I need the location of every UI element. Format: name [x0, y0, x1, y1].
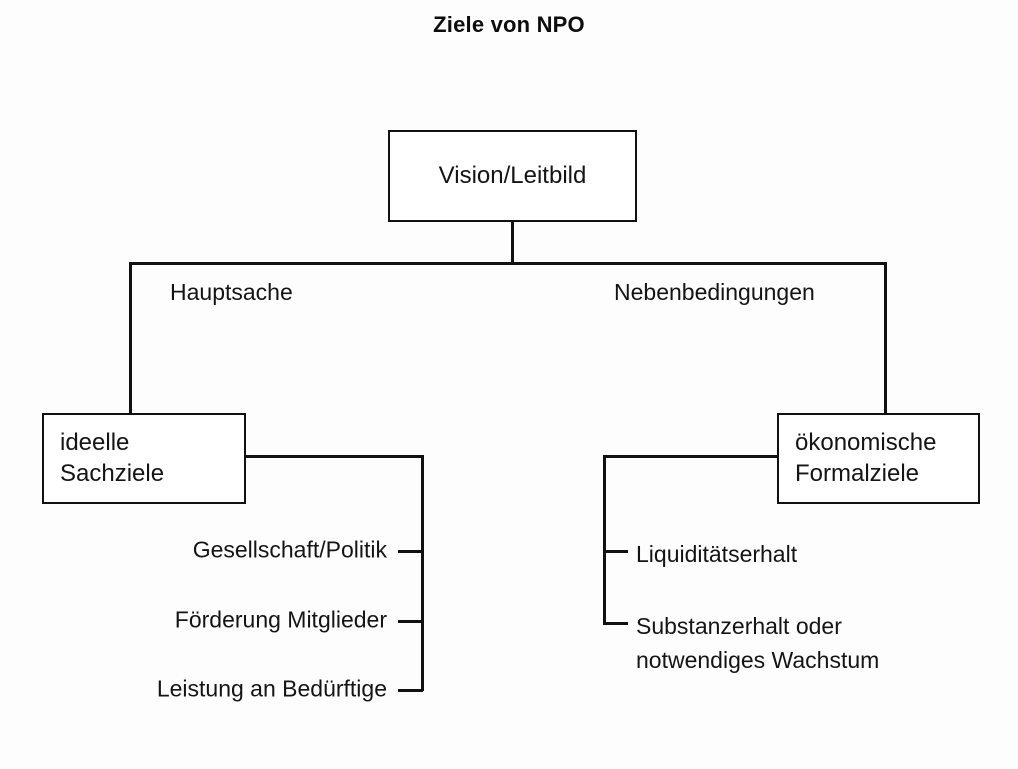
node-ideelle-sachziele: ideelle Sachziele	[42, 413, 246, 504]
branch-label-nebenbedingungen: Nebenbedingungen	[614, 279, 815, 305]
connector-left-item-tick-3	[398, 689, 423, 692]
connector-right-list-top	[603, 455, 779, 458]
connector-left-branch-vertical	[129, 262, 132, 415]
connector-right-list-spine	[603, 455, 606, 624]
node-vision-leitbild-label: Vision/Leitbild	[438, 161, 587, 189]
list-item: Leistung an Bedürftige	[156, 675, 387, 702]
node-oekonomische-formalziele-label: ökonomische Formalziele	[795, 428, 937, 487]
connector-left-item-tick-1	[398, 550, 423, 553]
page-title: Ziele von NPO	[433, 12, 585, 37]
list-item: Förderung Mitglieder	[174, 606, 387, 633]
list-item: Substanzerhalt oder notwendiges Wachstum	[636, 613, 880, 674]
node-ideelle-sachziele-label: ideelle Sachziele	[60, 428, 165, 487]
list-item: Liquiditätserhalt	[636, 541, 798, 567]
node-vision-leitbild: Vision/Leitbild	[388, 130, 637, 222]
connector-right-item-tick-2	[603, 622, 628, 625]
connector-main-horizontal-bar	[129, 262, 887, 265]
branch-label-hauptsache: Hauptsache	[170, 279, 293, 305]
connector-left-list-top	[246, 455, 424, 458]
connector-right-branch-vertical	[884, 262, 887, 415]
connector-root-vertical	[511, 222, 514, 264]
connector-right-item-tick-1	[603, 550, 628, 553]
node-oekonomische-formalziele: ökonomische Formalziele	[777, 413, 980, 504]
connector-left-list-spine	[421, 455, 424, 691]
list-item: Gesellschaft/Politik	[192, 536, 387, 563]
connector-left-item-tick-2	[398, 620, 423, 623]
